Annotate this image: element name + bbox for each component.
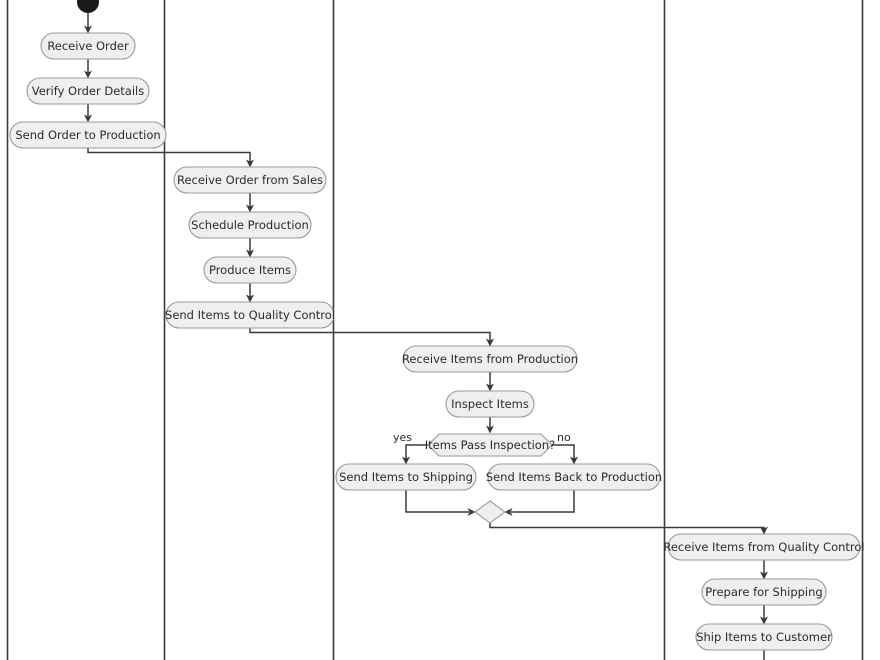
decision-items-pass-inspection-shape[interactable]: [427, 433, 553, 457]
activity-verify-order-details-box[interactable]: [26, 77, 150, 105]
edge-back-branch-to-merge: [511, 490, 575, 513]
activity-produce-items[interactable]: Produce Items: [203, 256, 297, 284]
activity-send-order-to-production-label: Send Order to Production: [15, 128, 160, 142]
activity-inspect-items[interactable]: Inspect Items: [445, 390, 535, 418]
arrowhead-ship-items-to-customer: [760, 616, 768, 625]
arrowhead-merge-left: [467, 508, 476, 516]
activity-prepare-for-shipping-box[interactable]: [701, 578, 827, 606]
decision-items-pass-inspection[interactable]: Items Pass Inspection? yes no: [393, 431, 571, 457]
activity-produce-items-box[interactable]: [203, 256, 297, 284]
activity-prepare-for-shipping-label: Prepare for Shipping: [705, 585, 822, 599]
activity-send-items-to-quality-control-label: Send Items to Quality Control: [165, 308, 335, 322]
activity-inspect-items-label: Inspect Items: [451, 397, 529, 411]
arrowhead-send-order-to-production: [84, 114, 92, 123]
activity-schedule-production[interactable]: Schedule Production: [188, 211, 312, 239]
activity-receive-items-from-quality-control[interactable]: Receive Items from Quality Control: [663, 533, 865, 561]
arrowhead-send-items-back-to-production: [570, 456, 578, 465]
arrowhead-send-items-to-quality-control: [246, 294, 254, 303]
activity-receive-order-from-sales[interactable]: Receive Order from Sales: [173, 166, 327, 194]
arrowhead-receive-order: [84, 25, 92, 34]
start-node-circle[interactable]: [77, 0, 99, 13]
flow-edges: [84, 13, 768, 660]
activity-ship-items-to-customer-box[interactable]: [695, 623, 833, 651]
activity-send-items-to-shipping-label: Send Items to Shipping: [339, 470, 473, 484]
merge-node-diamond[interactable]: [474, 500, 506, 524]
edge-sales-to-production: [87, 148, 251, 162]
activity-send-items-back-to-production[interactable]: Send Items Back to Production: [486, 463, 662, 491]
arrowhead-produce-items: [246, 249, 254, 258]
activity-send-items-to-shipping-box[interactable]: [335, 463, 477, 491]
activity-send-items-to-quality-control[interactable]: Send Items to Quality Control: [165, 301, 335, 329]
arrowhead-receive-order-from-sales: [246, 159, 254, 168]
branch-label-no: no: [557, 431, 571, 444]
activity-send-order-to-production-box[interactable]: [9, 121, 167, 149]
activity-ship-items-to-customer[interactable]: Ship Items to Customer: [695, 623, 833, 651]
activity-inspect-items-box[interactable]: [445, 390, 535, 418]
arrowhead-send-items-to-shipping: [402, 456, 410, 465]
activity-receive-order[interactable]: Receive Order: [40, 32, 136, 60]
edge-decision-yes: [405, 444, 428, 459]
activity-ship-items-to-customer-label: Ship Items to Customer: [696, 630, 832, 644]
activity-send-items-to-quality-control-box[interactable]: [165, 301, 335, 329]
activity-schedule-production-box[interactable]: [188, 211, 312, 239]
activity-nodes: Receive Order Verify Order Details Send …: [9, 32, 865, 651]
edge-qc-to-shipping: [489, 523, 765, 529]
branch-label-yes: yes: [393, 431, 412, 444]
activity-prepare-for-shipping[interactable]: Prepare for Shipping: [701, 578, 827, 606]
arrowhead-inspect-items: [486, 383, 494, 392]
arrowhead-receive-items-from-quality-control: [760, 526, 768, 535]
activity-receive-order-from-sales-box[interactable]: [173, 166, 327, 194]
arrowhead-items-pass-inspection: [486, 425, 494, 434]
merge-node[interactable]: [474, 500, 506, 524]
activity-receive-items-from-production[interactable]: Receive Items from Production: [402, 345, 578, 373]
activity-send-order-to-production[interactable]: Send Order to Production: [9, 121, 167, 149]
swimlane-dividers: [6, 0, 864, 660]
activity-receive-order-from-sales-label: Receive Order from Sales: [177, 173, 323, 187]
activity-receive-items-from-production-label: Receive Items from Production: [402, 352, 578, 366]
activity-verify-order-details-label: Verify Order Details: [32, 84, 144, 98]
activity-send-items-back-to-production-label: Send Items Back to Production: [486, 470, 662, 484]
arrowhead-schedule-production: [246, 204, 254, 213]
edge-production-to-qc: [249, 328, 491, 341]
activity-receive-items-from-quality-control-label: Receive Items from Quality Control: [663, 540, 864, 554]
arrowhead-prepare-for-shipping: [760, 571, 768, 580]
edge-shipping-branch-to-merge: [405, 490, 469, 513]
activity-produce-items-label: Produce Items: [209, 263, 291, 277]
activity-receive-order-label: Receive Order: [47, 39, 129, 53]
start-node[interactable]: [77, 0, 99, 13]
arrowhead-verify-order-details: [84, 70, 92, 79]
arrowhead-merge-right: [504, 508, 513, 516]
activity-send-items-to-shipping[interactable]: Send Items to Shipping: [335, 463, 477, 491]
arrowhead-receive-items-from-production: [486, 338, 494, 347]
activity-receive-items-from-production-box[interactable]: [402, 345, 578, 373]
decision-items-pass-inspection-label: Items Pass Inspection?: [425, 438, 555, 452]
edge-decision-no: [552, 444, 575, 459]
activity-receive-items-from-quality-control-box[interactable]: [667, 533, 861, 561]
activity-schedule-production-label: Schedule Production: [191, 218, 309, 232]
activity-verify-order-details[interactable]: Verify Order Details: [26, 77, 150, 105]
activity-send-items-back-to-production-box[interactable]: [487, 463, 661, 491]
activity-receive-order-box[interactable]: [40, 32, 136, 60]
